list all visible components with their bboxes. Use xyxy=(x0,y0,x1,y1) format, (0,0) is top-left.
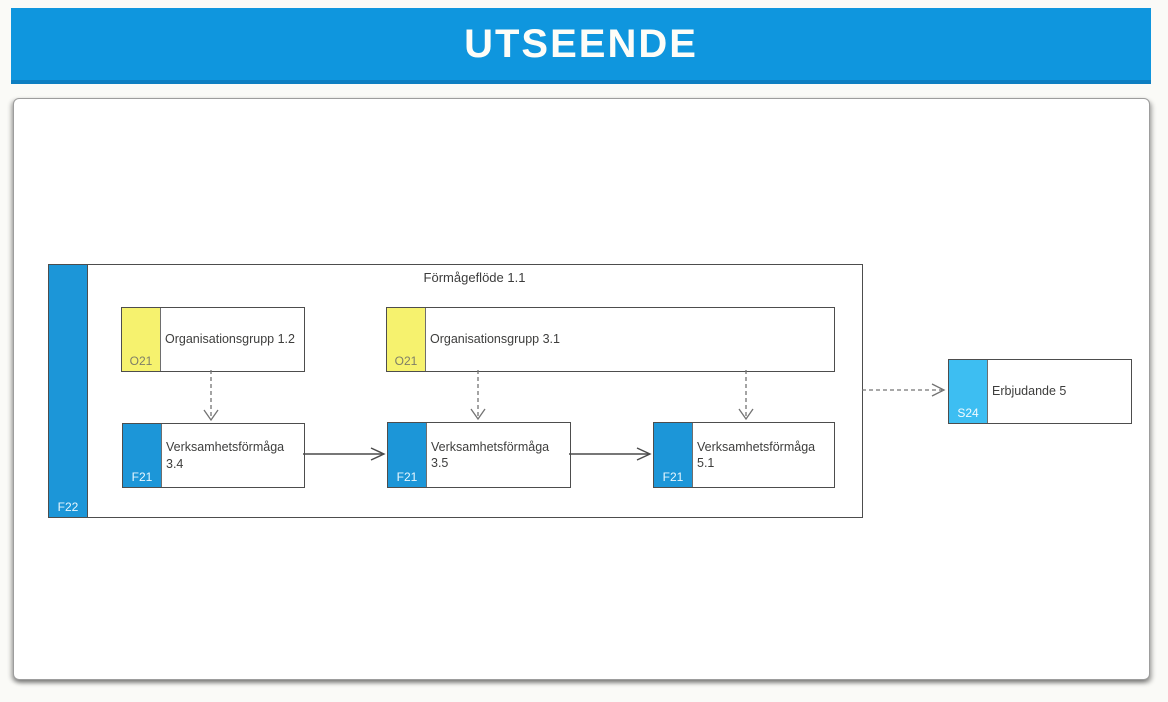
node-organisationsgrupp-1-2[interactable]: O21 Organisationsgrupp 1.2 xyxy=(121,307,305,372)
node-label-line1: Verksamhetsförmåga xyxy=(431,439,550,454)
container-title: Förmågeflöde 1.1 xyxy=(423,270,526,285)
node-label-line1: Organisationsgrupp 3.1 xyxy=(430,332,560,347)
tab-label: O21 xyxy=(129,354,153,368)
capability-type-tab: F21 xyxy=(123,424,162,487)
node-label-line1: Verksamhetsförmåga xyxy=(166,440,285,455)
node-verksamhetsformaga-5-1[interactable]: F21 Verksamhetsförmåga 5.1 xyxy=(653,422,835,488)
node-label: Organisationsgrupp 3.1 xyxy=(430,308,832,371)
page-title: UTSEENDE xyxy=(464,21,698,66)
node-label-line1: Erbjudande 5 xyxy=(992,384,1067,399)
node-label: Erbjudande 5 xyxy=(992,360,1129,423)
capability-type-tab: F21 xyxy=(654,423,693,487)
organisation-type-tab: O21 xyxy=(387,308,426,371)
node-label-line2: 3.5 xyxy=(431,456,449,470)
node-label: Verksamhetsförmåga 3.5 xyxy=(431,423,568,487)
capability-type-tab: F21 xyxy=(388,423,427,487)
organisation-type-tab: O21 xyxy=(122,308,161,371)
node-erbjudande-5[interactable]: S24 Erbjudande 5 xyxy=(948,359,1132,424)
tab-label: F21 xyxy=(131,470,153,484)
node-label-line2: 3.4 xyxy=(166,456,184,471)
node-label-line1: Verksamhetsförmåga xyxy=(697,439,816,454)
tab-label: F21 xyxy=(396,470,418,484)
view-title-bar: UTSEENDE xyxy=(11,8,1151,84)
node-label: Verksamhetsförmåga 5.1 xyxy=(697,423,832,487)
tab-label: S24 xyxy=(957,406,979,420)
tab-label: F21 xyxy=(662,470,684,484)
node-label-line2: 5.1 xyxy=(697,456,715,470)
offering-type-tab: S24 xyxy=(949,360,988,423)
diagram-canvas: F22 Förmågeflöde 1.1 O21 Organisationsgr… xyxy=(13,98,1150,680)
container-tab-label: F22 xyxy=(57,500,79,514)
node-label: Organisationsgrupp 1.2 xyxy=(165,308,302,371)
node-verksamhetsformaga-3-5[interactable]: F21 Verksamhetsförmåga 3.5 xyxy=(387,422,571,488)
node-organisationsgrupp-3-1[interactable]: O21 Organisationsgrupp 3.1 xyxy=(386,307,835,372)
tab-label: O21 xyxy=(394,354,418,368)
node-verksamhetsformaga-3-4[interactable]: F21 Verksamhetsförmåga 3.4 xyxy=(122,423,305,488)
container-type-tab: F22 xyxy=(49,265,88,517)
node-label-line1: Organisationsgrupp 1.2 xyxy=(165,332,295,347)
node-label: Verksamhetsförmåga 3.4 xyxy=(166,424,302,487)
